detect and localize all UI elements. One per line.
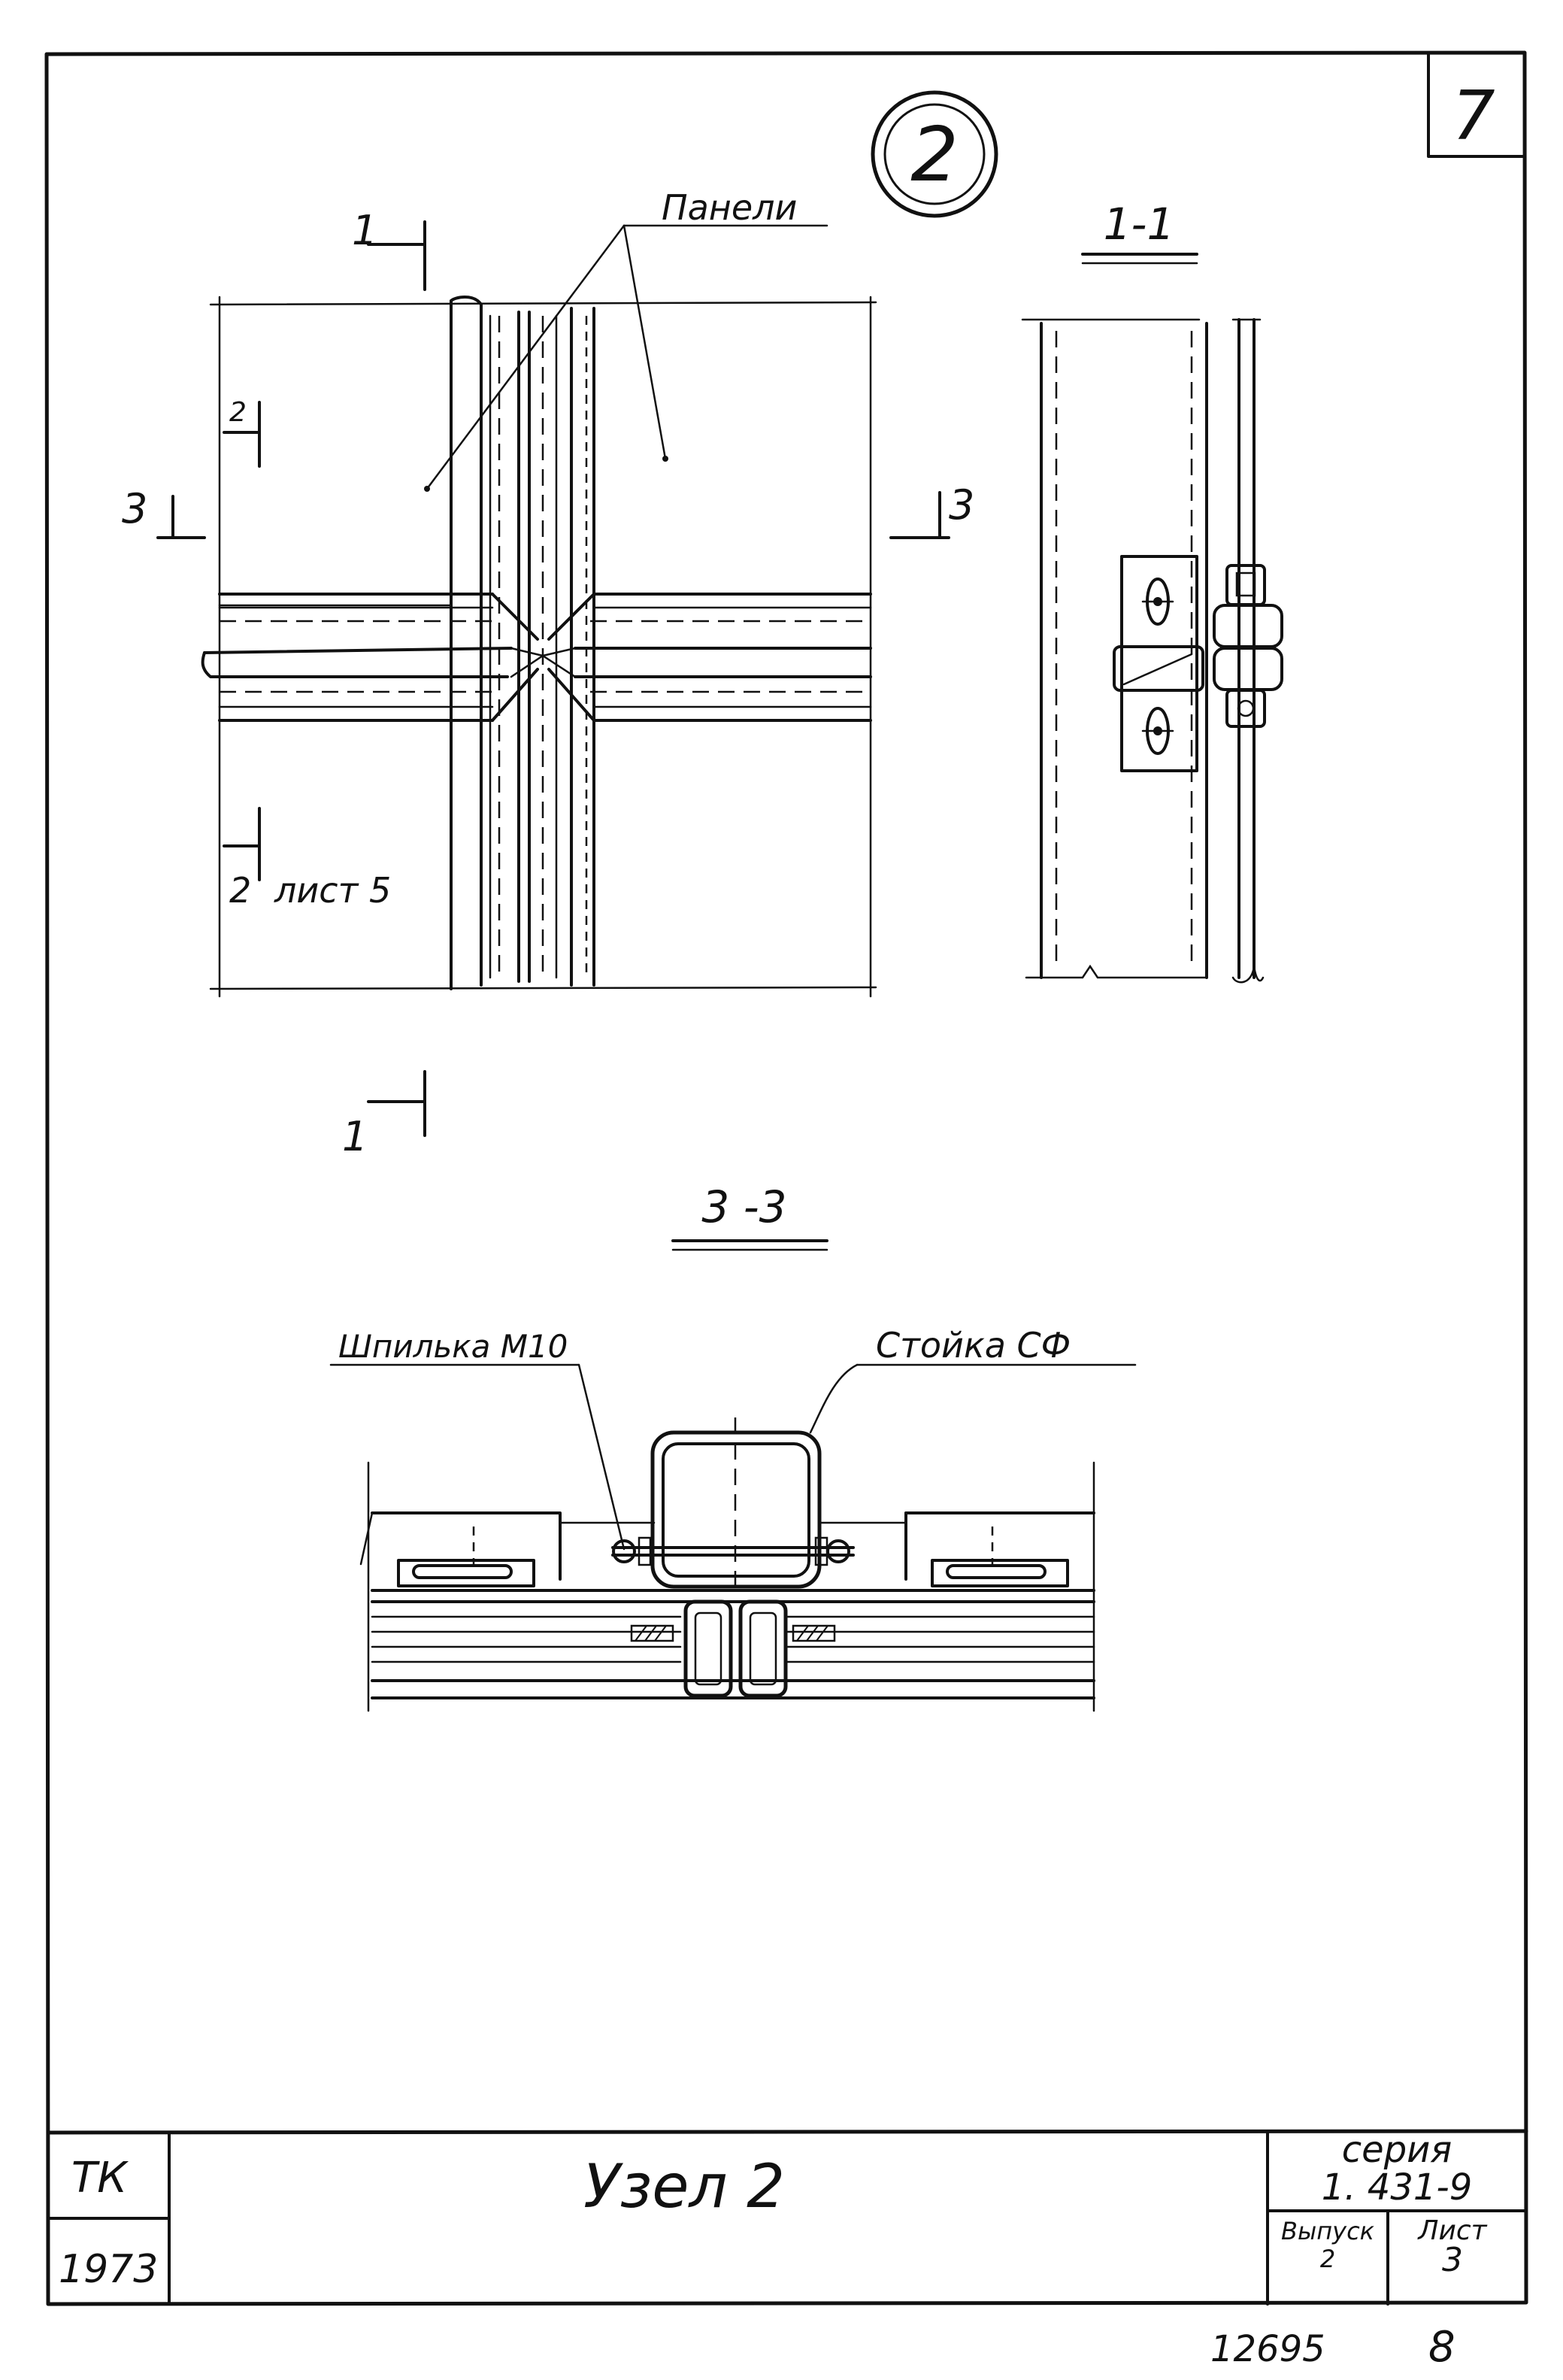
section-1-1	[1021, 253, 1283, 984]
page-number: 8	[1428, 2323, 1455, 2372]
issue-value: 2	[1320, 2245, 1335, 2273]
elevation-view	[201, 296, 877, 998]
section-mark-1-top: 1	[352, 207, 377, 254]
series-label: серия	[1342, 2129, 1452, 2171]
node-marker-label: 2	[910, 111, 959, 199]
section-marks	[156, 220, 950, 1137]
inventory-number: 12695	[1210, 2328, 1325, 2370]
drawing-title: Узел 2	[583, 2151, 785, 2221]
section-mark-2-top: 2	[229, 397, 247, 428]
section-mark-3-right: 3	[949, 481, 974, 529]
sheet-value: 3	[1442, 2241, 1463, 2279]
section-mark-2-bottom: 2	[229, 870, 251, 911]
stud-callout: Шпилька М10	[338, 1328, 568, 1365]
post-callout: Стойка СФ	[876, 1325, 1071, 1366]
series-value: 1. 431-9	[1322, 2166, 1473, 2209]
sheet-ref-callout: лист 5	[274, 870, 391, 911]
panels-leader	[424, 224, 828, 492]
corner-number: 7	[1452, 77, 1495, 156]
org-code: ТК	[71, 2154, 129, 2203]
sheet-label: Лист	[1416, 2215, 1487, 2246]
sheet-frame	[44, 50, 1528, 2306]
section-3-3	[329, 1239, 1137, 1712]
issue-label: Выпуск	[1281, 2217, 1375, 2245]
title-block	[46, 2129, 1528, 2306]
node-marker	[871, 90, 998, 218]
section-1-1-title: 1-1	[1104, 199, 1175, 250]
section-mark-3-left: 3	[122, 485, 147, 532]
section-mark-1-bottom: 1	[342, 1113, 368, 1160]
year: 1973	[59, 2247, 158, 2292]
panels-callout: Панели	[662, 187, 797, 228]
section-3-3-title: 3 -3	[701, 1181, 786, 1232]
